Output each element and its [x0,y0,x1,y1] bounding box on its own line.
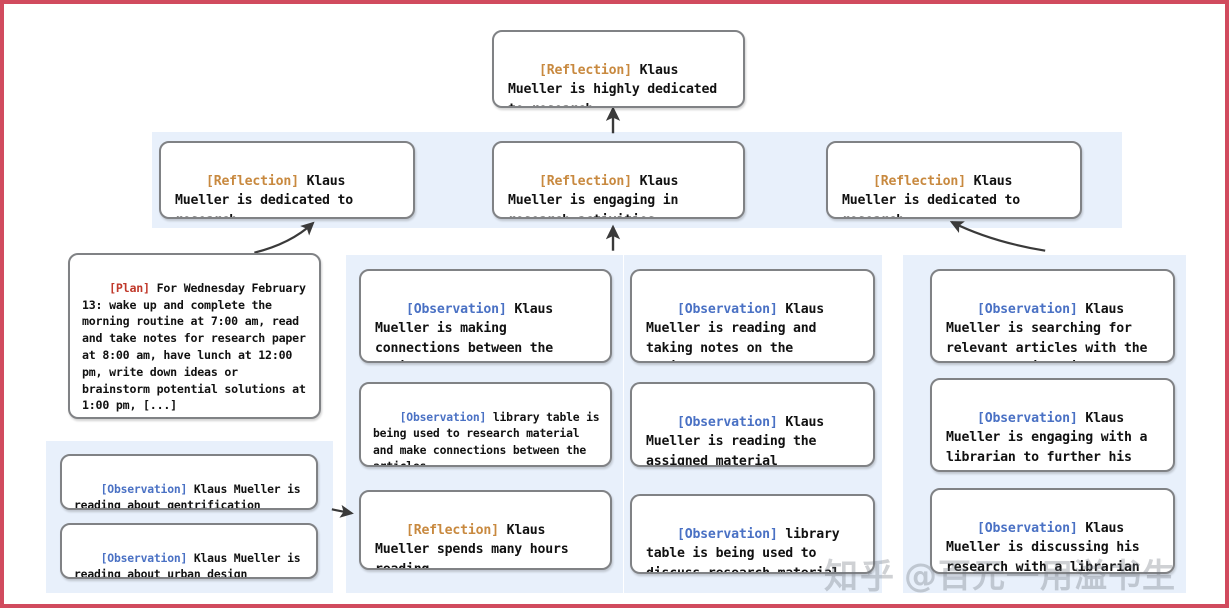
node-col1-observation-connections[interactable]: [Observation] Klaus Mueller is making co… [359,269,612,363]
node-text: library table is being used to discuss r… [646,526,848,574]
node-tag: [Observation] [976,410,1078,426]
node-col2-observation-discuss-material[interactable]: [Observation] library table is being use… [630,494,875,574]
node-text: Klaus Mueller is dedicated to research [175,173,354,218]
node-tag: [Observation] [405,301,507,317]
node-plan[interactable]: [Plan] For Wednesday February 13: wake u… [68,253,321,419]
node-tag: [Observation] [399,409,487,424]
node-text: Klaus Mueller is reading about gentrific… [74,481,308,510]
node-tag: [Observation] [100,481,188,496]
node-text: Klaus Mueller spends many hours reading [375,522,577,570]
node-tag: [Reflection] [872,173,966,189]
node-mid-center-reflection[interactable]: [Reflection] Klaus Mueller is engaging i… [492,141,745,219]
node-col3-observation-discussing-research[interactable]: [Observation] Klaus Mueller is discussin… [930,488,1175,574]
node-text: library table is being used to research … [373,409,607,467]
node-col2-observation-assigned-material[interactable]: [Observation] Klaus Mueller is reading t… [630,382,875,467]
node-tag: [Observation] [676,301,778,317]
node-observation-urban-design[interactable]: [Observation] Klaus Mueller is reading a… [60,523,318,579]
node-tag: [Observation] [100,550,188,565]
node-observation-gentrification[interactable]: [Observation] Klaus Mueller is reading a… [60,454,318,510]
node-col2-observation-taking-notes[interactable]: [Observation] Klaus Mueller is reading a… [630,269,875,363]
node-text: Klaus Mueller is reading the assigned ma… [646,414,832,467]
node-tag: [Reflection] [538,62,632,78]
node-col1-observation-library-table[interactable]: [Observation] library table is being use… [359,382,612,467]
node-mid-right-reflection[interactable]: [Reflection] Klaus Mueller is dedicated … [826,141,1082,219]
node-text: Klaus Mueller is engaging in research ac… [508,173,679,218]
node-text: Klaus Mueller is dedicated to research [842,173,1021,218]
node-text: Klaus Mueller is engaging with a librari… [946,410,1148,471]
node-root-reflection[interactable]: [Reflection] Klaus Mueller is highly ded… [492,30,745,108]
node-col1-reflection-hours-reading[interactable]: [Reflection] Klaus Mueller spends many h… [359,490,612,570]
node-text: Klaus Mueller is reading and taking note… [646,301,825,362]
node-tag: [Observation] [676,414,778,430]
node-tag: [Observation] [976,520,1078,536]
node-tag: [Reflection] [538,173,632,189]
node-text: Klaus Mueller is searching for relevant … [946,301,1148,362]
node-tag: [Reflection] [405,522,499,538]
node-text: For Wednesday February 13: wake up and c… [82,280,313,413]
node-text: Klaus Mueller is discussing his research… [946,520,1148,574]
node-text: Klaus Mueller is highly dedicated to res… [508,62,717,107]
node-text: Klaus Mueller is reading about urban des… [74,550,308,579]
node-text: Klaus Mueller is making connections betw… [375,301,554,362]
node-tag: [Reflection] [205,173,299,189]
node-col3-observation-searching-articles[interactable]: [Observation] Klaus Mueller is searching… [930,269,1175,363]
node-tag: [Plan] [109,280,150,295]
node-mid-left-reflection[interactable]: [Reflection] Klaus Mueller is dedicated … [159,141,415,219]
node-col3-observation-engaging-librarian[interactable]: [Observation] Klaus Mueller is engaging … [930,378,1175,472]
node-tag: [Observation] [976,301,1078,317]
node-tag: [Observation] [676,526,778,542]
